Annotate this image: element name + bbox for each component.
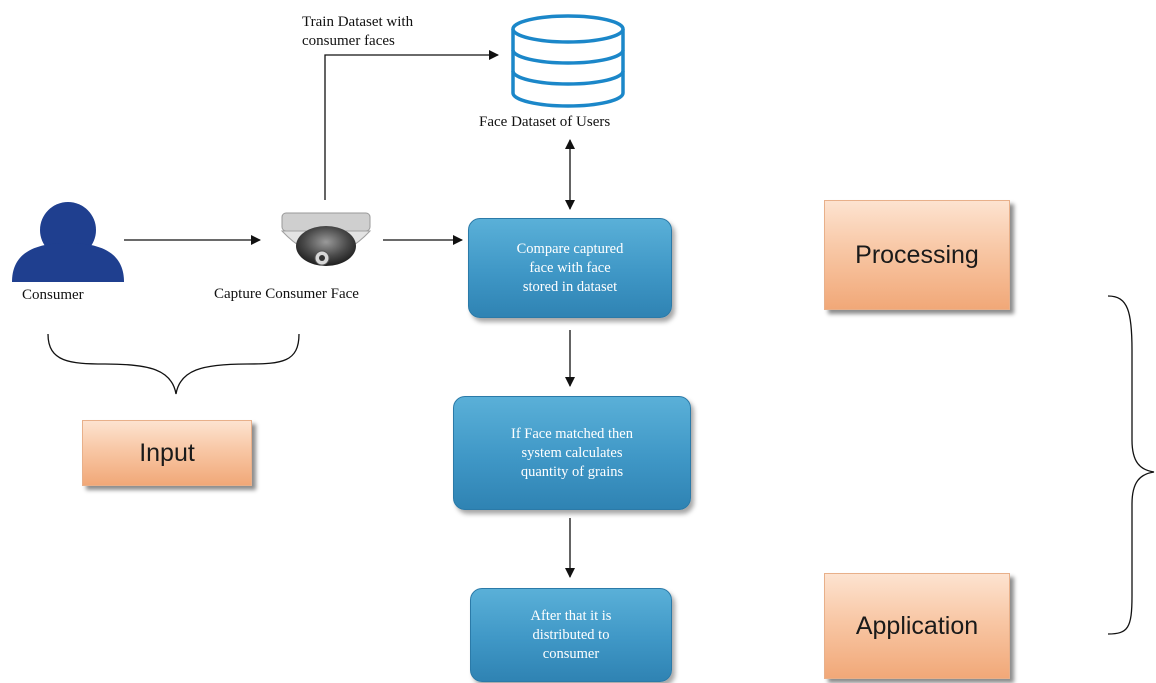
match-box: If Face matched then system calculates q… [453, 396, 691, 510]
capture-label: Capture Consumer Face [214, 286, 359, 302]
processing-stage-label: Processing [855, 240, 979, 269]
stage-brace [1107, 295, 1155, 635]
processing-stage-box: Processing [824, 200, 1010, 310]
train-edge-label: Train Dataset with consumer faces [302, 14, 414, 49]
match-box-text: If Face matched then system calculates q… [511, 425, 633, 480]
input-brace [47, 333, 300, 395]
arrow-train-dataset [324, 50, 499, 200]
input-stage-label: Input [139, 438, 195, 467]
input-stage-box: Input [82, 420, 252, 486]
compare-box: Compare captured face with face stored i… [468, 218, 672, 318]
distribute-box: After that it is distributed to consumer [470, 588, 672, 682]
person-icon [12, 202, 124, 282]
dataset-label: Face Dataset of Users [479, 114, 611, 130]
distribute-box-text: After that it is distributed to consumer [530, 607, 612, 662]
security-camera-icon [280, 212, 372, 266]
compare-box-text: Compare captured face with face stored i… [516, 240, 624, 295]
application-stage-box: Application [824, 573, 1010, 679]
application-stage-label: Application [855, 611, 979, 640]
database-icon [511, 14, 625, 108]
consumer-label: Consumer [22, 287, 84, 303]
